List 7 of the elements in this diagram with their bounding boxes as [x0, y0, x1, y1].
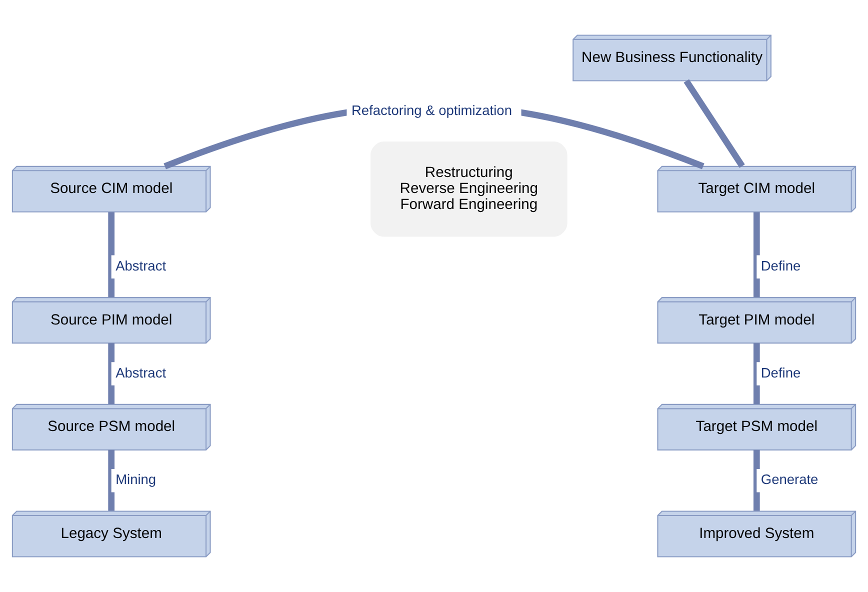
edge-label: Refactoring & optimization: [351, 102, 512, 118]
edge-label: Abstract: [116, 365, 166, 380]
edge-label: Abstract: [116, 258, 166, 274]
edge-label: Define: [760, 258, 801, 274]
edge-label: Define: [760, 365, 801, 380]
edge-label: Generate: [760, 472, 818, 488]
edge-label: Mining: [116, 472, 156, 488]
